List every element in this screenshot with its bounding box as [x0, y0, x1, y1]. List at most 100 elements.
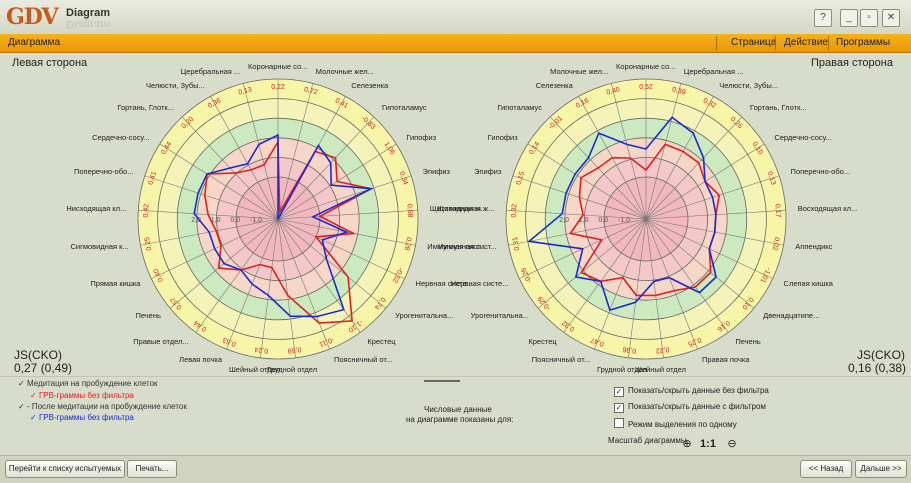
single-select-label: Режим выделения по одному [628, 420, 737, 429]
right-js-label: JS(CKO) [857, 348, 905, 362]
help-button[interactable]: ? [814, 9, 832, 27]
left-spoke [277, 175, 412, 220]
left-ring-value: 0,53 [222, 336, 237, 348]
menu-programs[interactable]: Программы [836, 37, 891, 48]
left-ring-value: 1,06 [383, 141, 396, 156]
zoom-in-icon[interactable]: ⊕ [682, 438, 692, 450]
right-spoke [519, 218, 647, 279]
app-name-reflection: Diagram [66, 18, 111, 30]
left-axis-label: Печень [135, 310, 161, 320]
print-button[interactable]: Печать... [127, 460, 177, 478]
right-spoke [563, 218, 647, 333]
menu-page[interactable]: Страница [731, 37, 777, 48]
left-ring [215, 156, 340, 281]
show-unfiltered-checkbox[interactable]: ✓Показать/скрыть данные без фильтра [614, 386, 769, 397]
left-tick-label: 1,0 [211, 217, 221, 224]
right-spoke [594, 218, 647, 350]
right-axis-label: Двенадцатипе... [763, 310, 820, 320]
left-ring-value: 0,74 [372, 295, 386, 310]
menu-separator [775, 36, 776, 50]
right-axis-label: Молочные жел... [550, 66, 609, 76]
left-side-title: Левая сторона [12, 57, 88, 69]
left-ring-value: 0,34 [398, 171, 409, 186]
show-filtered-label: Показать/скрыть данные с фильтром [628, 402, 766, 411]
left-ring-value: 0,40 [153, 267, 165, 282]
right-axis-label: Крестец [528, 336, 557, 346]
left-axis-label: Гипоталамус [382, 103, 427, 113]
left-ring-value: 0,25 [144, 236, 153, 251]
left-ring [196, 137, 360, 301]
close-button[interactable]: ✕ [882, 9, 900, 27]
next-button[interactable]: Дальше >> [855, 460, 907, 478]
left-spoke [210, 96, 279, 220]
show-filtered-checkbox[interactable]: ✓ Показать/скрыть данные с фильтром [614, 402, 766, 413]
right-axis-label: Поперечно-обо... [790, 167, 851, 177]
restore-button[interactable]: ▫ [860, 9, 878, 27]
right-ring-value: 0,22 [655, 345, 670, 354]
left-axis-label: Коронарные со... [248, 62, 308, 71]
right-axis-label: Правая почка [701, 355, 750, 365]
left-axis-label: Левая почка [179, 355, 223, 365]
go-to-list-button[interactable]: Перейти к списку испытуемых [5, 460, 125, 478]
right-axis-label: Восходящая кл... [797, 204, 858, 214]
right-spoke [512, 175, 647, 220]
right-spoke [628, 218, 647, 358]
right-axis-label: Эпифиз [474, 167, 502, 177]
left-spoke [277, 218, 361, 333]
left-spoke [277, 209, 418, 220]
left-spoke [277, 218, 416, 246]
right-series-2 [527, 116, 717, 312]
right-spoke [645, 218, 698, 350]
right-axis-label: Печень [735, 336, 761, 346]
right-js-value: 0,16 (0,38) [848, 361, 907, 375]
legend-item-2[interactable]: ✓ ГРВ-граммы без фильтра [30, 413, 134, 422]
minimize-button[interactable]: _ [840, 9, 858, 27]
right-ring [584, 156, 709, 281]
right-ring-value: -0,29 [537, 294, 553, 311]
left-spoke [277, 218, 330, 350]
legend-item-1-text: ГРВ-граммы без фильтра [38, 391, 134, 400]
left-axis-label: Крестец [367, 336, 396, 346]
left-axis-label: Щитовидная ж... [429, 204, 487, 214]
right-side-title: Правая сторона [811, 57, 893, 69]
right-spoke [645, 143, 765, 220]
left-series-2 [193, 133, 375, 318]
left-ring-value: -0,83 [360, 115, 377, 131]
left-spoke [277, 143, 397, 220]
left-ring-value: 0,41 [334, 97, 349, 110]
single-select-checkbox[interactable]: Режим выделения по одному [614, 418, 737, 429]
legend-item-1[interactable]: ✓ ГРВ-граммы без фильтра [30, 391, 134, 400]
left-ring-value: -0,52 [391, 266, 404, 284]
right-spoke [645, 218, 755, 309]
left-ring-value: 0,42 [143, 204, 151, 218]
left-spoke [181, 116, 279, 220]
right-tick-label: 2,0 [559, 217, 569, 224]
zoom-reset-button[interactable]: 1:1 [700, 438, 716, 450]
zoom-out-icon[interactable]: ⊖ [727, 438, 737, 450]
right-ring-value: 0,40 [606, 86, 621, 96]
right-axis-label: Грудной отдел [596, 364, 647, 374]
left-ring-value: 0,22 [271, 84, 285, 91]
right-ring-value: 0,02 [771, 236, 780, 251]
numeric-note-1: Числовые данные [424, 405, 492, 414]
menu-action[interactable]: Действие [784, 37, 828, 48]
left-ring-value: 0,44 [193, 319, 208, 333]
checkbox-checked-icon: ✓ [614, 403, 624, 413]
checkbox-empty-icon [614, 418, 624, 428]
left-axis-label: Нервная систе... [415, 278, 474, 288]
left-spoke [242, 83, 279, 220]
splitter-handle[interactable] [424, 380, 460, 382]
back-button[interactable]: << Назад [800, 460, 852, 478]
right-ring-value: 0,10 [751, 141, 764, 156]
right-spoke [645, 209, 786, 220]
left-axis-label: Поясничный от... [333, 355, 393, 365]
left-spoke [277, 218, 296, 358]
left-ring-value: 0,20 [180, 116, 195, 131]
right-ring-value: 0,32 [511, 204, 519, 218]
left-axis-label: Гипофиз [406, 132, 437, 142]
right-spoke [645, 218, 784, 246]
right-axis-label: Гипоталамус [497, 103, 542, 113]
right-spoke [645, 116, 743, 220]
left-axis-label: Молочные жел... [315, 66, 374, 76]
section-title: Диаграмма [8, 37, 61, 48]
